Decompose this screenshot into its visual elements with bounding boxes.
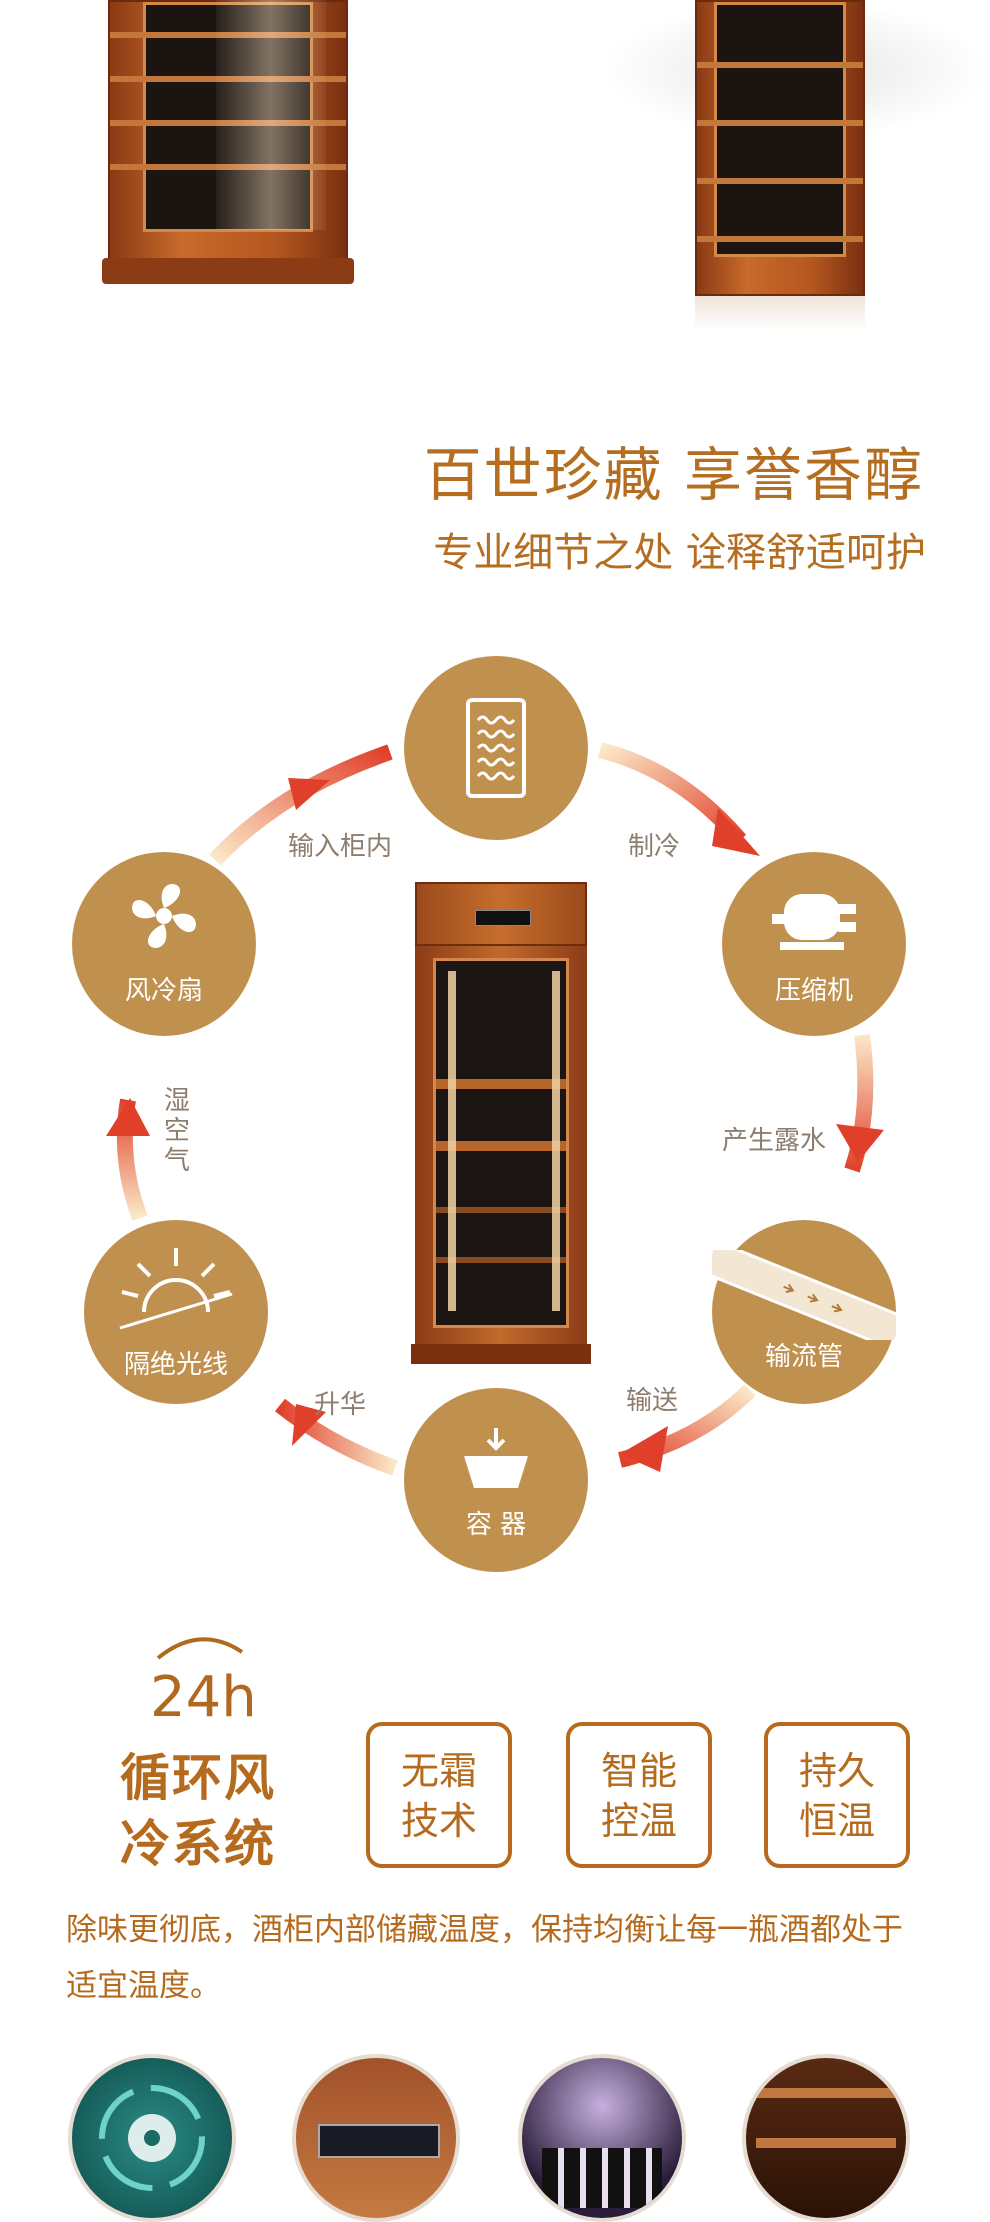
cycle-node-container: 容 器 (404, 1388, 588, 1572)
node-label: 隔绝光线 (123, 1350, 228, 1380)
display-panel (318, 2124, 440, 2158)
tag-line: 无霜 (400, 1749, 477, 1793)
tag-frost-free: 无霜 技术 (366, 1722, 512, 1868)
thumb-control-panel (292, 2054, 460, 2222)
step-label-transport: 输送 (626, 1386, 679, 1416)
node-label: 容 器 (465, 1510, 527, 1540)
top-product-photo-right (695, 0, 865, 330)
hours-label: 24h (150, 1665, 257, 1730)
node-label: 压缩机 (774, 976, 853, 1006)
control-panel-display (475, 910, 531, 926)
tag-line: 智能 (600, 1749, 677, 1793)
thumb-fan (68, 2054, 236, 2222)
feature-title-line2: 冷系统 (120, 1815, 276, 1873)
tag-line: 技术 (400, 1799, 477, 1843)
cycle-arrows (106, 742, 884, 1476)
tag-smart-temp: 智能 控温 (566, 1722, 712, 1868)
thumb-bottles-lit (518, 2054, 686, 2222)
center-cabinet-image (411, 882, 591, 1364)
step-label-cool: 制冷 (628, 832, 681, 862)
thumb-wine-rack (742, 2054, 910, 2222)
step-label-sublimate: 升华 (314, 1390, 367, 1420)
arc-decoration (156, 1637, 244, 1660)
node-label: 输流管 (764, 1342, 843, 1372)
tag-line: 恒温 (798, 1799, 875, 1843)
sunrise-icon (119, 1248, 233, 1330)
page-subtitle: 专业细节之处 诠释舒适呵护 (433, 530, 926, 576)
cycle-node-compressor: 压缩机 (722, 852, 906, 1036)
cycle-node-pipe: 输流管 (712, 1220, 896, 1404)
tag-constant-temp: 持久 恒温 (764, 1722, 910, 1868)
top-product-photo-left (102, 0, 354, 290)
step-label-input: 输入柜内 (288, 832, 393, 862)
pipe-icon (712, 1250, 896, 1340)
feature-title: 循环风 冷系统 (120, 1745, 276, 1877)
step-label-condense: 产生露水 (722, 1126, 827, 1156)
step-label-humid-air: 湿空气 (163, 1086, 190, 1176)
fan-rotate-icon (99, 2085, 205, 2191)
tag-line: 控温 (600, 1799, 677, 1843)
feature-description: 除味更彻底，酒柜内部储藏温度，保持均衡让每一瓶酒都处于适宜温度。 (66, 1912, 903, 2004)
cycle-node-light-shield: 隔绝光线 (84, 1220, 268, 1404)
wave-panel-icon (466, 698, 526, 798)
fan-icon (132, 884, 196, 948)
compressor-icon (772, 894, 856, 950)
page-title: 百世珍藏 享誉香醇 (423, 441, 924, 509)
container-icon (464, 1428, 528, 1488)
feature-title-line1: 循环风 (120, 1749, 276, 1807)
cycle-node-wine-storage (404, 656, 588, 840)
node-label: 风冷扇 (124, 976, 203, 1006)
tag-line: 持久 (798, 1749, 875, 1793)
cycle-node-fan: 风冷扇 (72, 852, 256, 1036)
